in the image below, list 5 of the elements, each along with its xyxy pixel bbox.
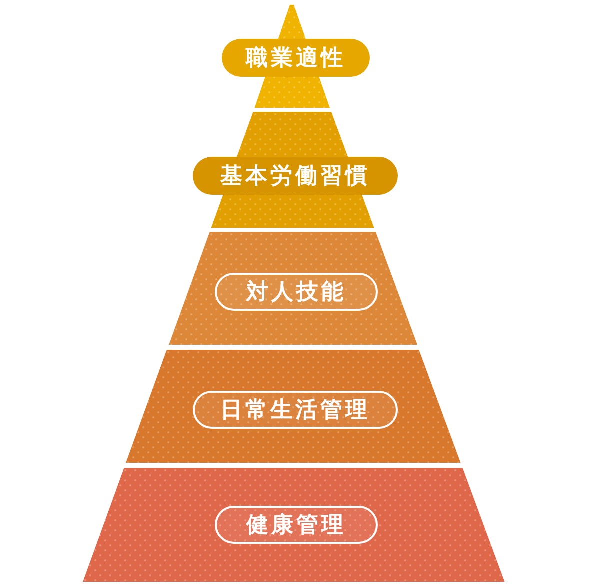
tier-label: 日常生活管理 <box>192 391 398 429</box>
tier-label: 職業適性 <box>222 39 370 77</box>
tier-label: 基本労働習慣 <box>193 157 398 195</box>
tier-label: 対人技能 <box>214 273 378 311</box>
tier-label: 健康管理 <box>214 506 378 544</box>
